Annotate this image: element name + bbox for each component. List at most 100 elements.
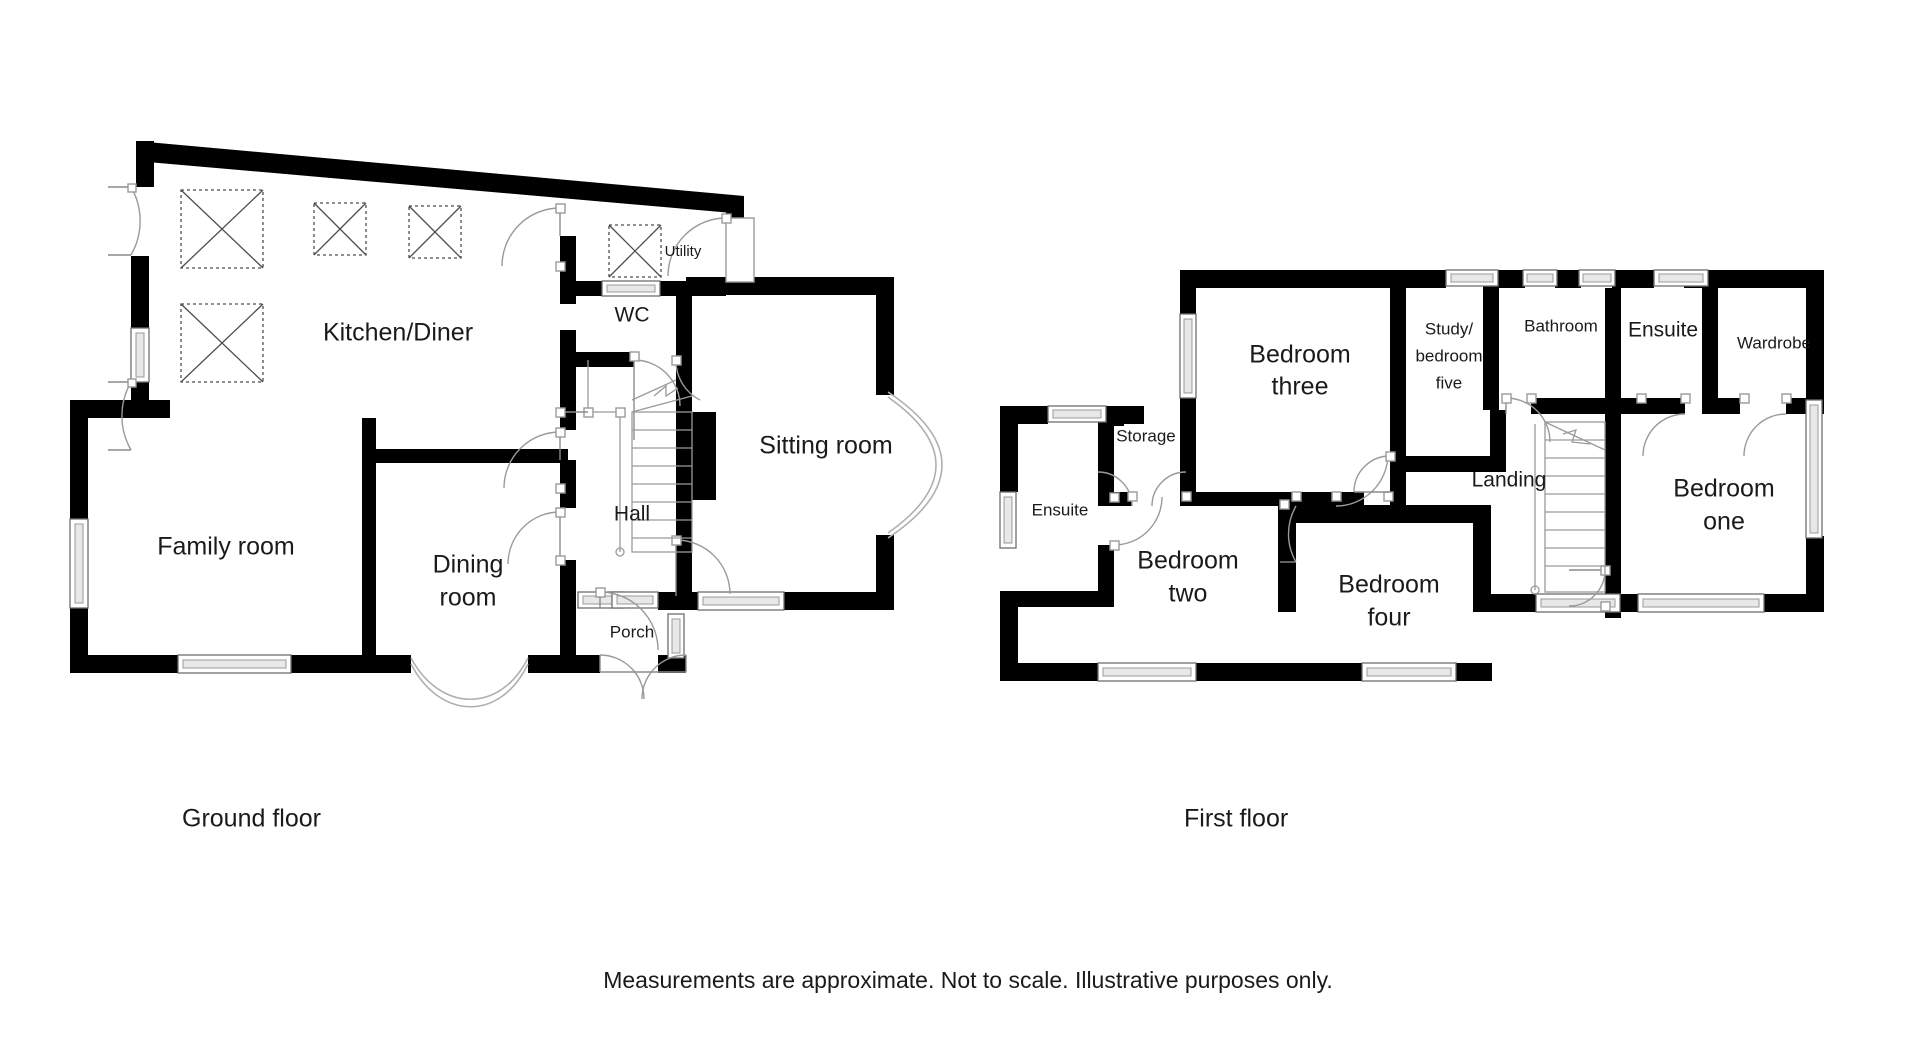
wall-ff-top-a xyxy=(1196,270,1446,288)
window-family-left xyxy=(69,518,89,609)
window-ff-top-3 xyxy=(1578,269,1616,287)
room-label-dining-room-line1: Dining xyxy=(433,551,504,579)
wall-ff-top-d xyxy=(1612,270,1654,288)
wall-ensuite-right-bottom-a xyxy=(1621,398,1685,414)
bay-dining-arc-inner xyxy=(410,657,529,701)
door-wardrobe[interactable] xyxy=(1739,393,1792,457)
wall-bedroom-three-left-lower xyxy=(1180,398,1196,506)
door-bedroom-three[interactable] xyxy=(1331,453,1394,507)
room-label-study-line1: Study/ xyxy=(1425,319,1473,338)
room-label-utility: Utility xyxy=(665,243,702,260)
window-wc-top xyxy=(601,280,661,297)
skylight-kitchen-4 xyxy=(180,303,264,383)
wall-family-right xyxy=(362,418,376,668)
door-kitchen-utility[interactable] xyxy=(501,203,566,272)
wall-sitting-right-lower xyxy=(876,535,894,610)
window-bedroom-one-bottom-right xyxy=(1637,593,1765,613)
staircase-ground xyxy=(555,360,693,557)
room-label-bedroom-two-line1: Bedroom xyxy=(1137,547,1238,575)
room-label-bedroom-two-line2: two xyxy=(1169,580,1208,608)
wall-ff-bottom-right-c xyxy=(1618,594,1638,612)
room-label-bedroom-one-line1: Bedroom xyxy=(1673,475,1774,503)
room-label-dining-room-line2: room xyxy=(440,584,497,612)
wall-wc-bottom xyxy=(560,352,634,367)
wall-hall-dining-lower xyxy=(560,560,576,660)
bay-dining-arc-outer xyxy=(410,663,529,708)
wall-study-right-lower xyxy=(1490,410,1506,472)
door-bedroom-two[interactable] xyxy=(1279,491,1302,563)
door-utility-external[interactable] xyxy=(667,213,755,283)
door-kitchen-left-bottom[interactable] xyxy=(108,378,137,451)
wall-ff-bottom-right-d xyxy=(1762,594,1824,612)
bay-window-inner-arc xyxy=(887,396,937,534)
window-porch-right xyxy=(611,591,659,609)
wall-bedroom-three-bottom-a xyxy=(1180,492,1336,506)
skylight-utility xyxy=(608,224,662,278)
wall-ff-bottom-left-b xyxy=(1196,663,1362,681)
wall-kitchen-dining-divider xyxy=(362,449,568,463)
door-ensuite-left[interactable] xyxy=(1109,492,1163,551)
wall-kitchen-top-sloped xyxy=(136,141,744,214)
wall-bedroom-four-right xyxy=(1473,505,1491,612)
wall-wc-top-left xyxy=(560,281,602,296)
door-hall-sitting[interactable] xyxy=(671,535,731,596)
room-label-kitchen-diner: Kitchen/Diner xyxy=(323,319,473,347)
floor-title-first: First floor xyxy=(1184,805,1288,833)
window-ff-top-1 xyxy=(1445,269,1499,287)
window-storage-top xyxy=(1047,405,1107,423)
door-bathroom[interactable] xyxy=(1501,393,1551,443)
wall-bathroom-bottom xyxy=(1531,398,1621,414)
wall-sitting-bottom-right xyxy=(784,592,894,610)
wall-wc-top-right xyxy=(660,281,726,296)
room-label-porch: Porch xyxy=(610,622,654,641)
door-porch-front-double[interactable] xyxy=(599,654,687,700)
door-hall-dining[interactable] xyxy=(507,507,566,566)
door-understair[interactable] xyxy=(671,355,701,401)
wall-ensuite-left-bottom xyxy=(1000,591,1114,607)
room-label-landing: Landing xyxy=(1472,469,1547,492)
door-study-bedroom-five[interactable] xyxy=(1353,451,1396,493)
wall-ff-top-e xyxy=(1684,270,1824,288)
window-bedroom-four-bottom xyxy=(1361,662,1457,682)
room-label-storage: Storage xyxy=(1116,426,1176,445)
wall-stair-pillar xyxy=(692,412,716,500)
room-label-sitting-room: Sitting room xyxy=(759,432,892,460)
wall-sitting-bottom-left xyxy=(686,592,698,610)
door-ensuite-right[interactable] xyxy=(1636,393,1691,457)
wall-family-bottom-left xyxy=(70,655,178,673)
window-bedroom-one-right xyxy=(1805,399,1823,539)
skylight-kitchen-1 xyxy=(180,189,264,269)
wall-bedroom-three-left-upper xyxy=(1180,270,1196,314)
wall-study-bottom xyxy=(1390,456,1506,472)
wall-ensuite-right-bottom-b xyxy=(1702,398,1740,414)
room-label-wardrobe: Wardrobe xyxy=(1737,333,1811,352)
wall-family-top-jog xyxy=(70,400,170,418)
wall-storage-left xyxy=(1108,406,1124,426)
wall-ff-left-lower xyxy=(1000,600,1018,681)
wall-bedroom-four-left xyxy=(1278,505,1296,612)
door-wc[interactable] xyxy=(629,351,681,440)
wall-bedroom-three-study-divider xyxy=(1390,270,1406,506)
room-label-bedroom-four-line2: four xyxy=(1367,604,1410,632)
wall-bedroom-one-left-stub xyxy=(1488,594,1506,612)
wall-bedroom-four-top xyxy=(1278,505,1490,523)
door-kitchen-hall[interactable] xyxy=(503,427,566,494)
window-bedroom-two-bottom xyxy=(1097,662,1197,682)
wall-kitchen-left-mid xyxy=(131,256,149,328)
door-storage-double[interactable] xyxy=(1097,471,1192,507)
wall-ensuite-right-right xyxy=(1702,288,1718,398)
room-label-bedroom-three-line1: Bedroom xyxy=(1249,341,1350,369)
window-kitchen-left xyxy=(130,327,150,383)
door-kitchen-left-top[interactable] xyxy=(108,183,141,256)
wall-ff-bottom-right-b xyxy=(1518,594,1538,612)
window-ff-top-4 xyxy=(1653,269,1709,287)
disclaimer-caption: Measurements are approximate. Not to sca… xyxy=(603,967,1333,993)
room-label-wc: WC xyxy=(615,304,650,327)
bay-window-outer-arc xyxy=(887,391,943,539)
wall-hall-dining-upper xyxy=(560,460,576,508)
door-hall-porch[interactable] xyxy=(595,587,659,651)
room-label-bedroom-four-line1: Bedroom xyxy=(1338,571,1439,599)
wall-ff-right-upper xyxy=(1806,270,1824,400)
